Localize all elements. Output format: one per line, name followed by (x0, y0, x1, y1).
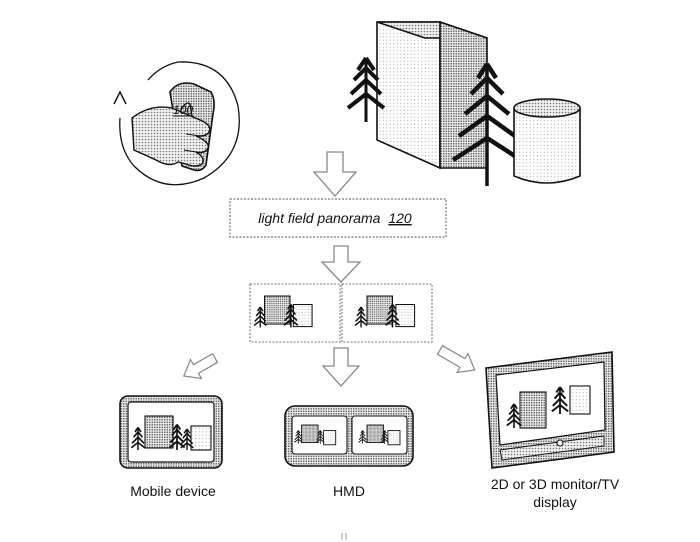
panorama-label: light field panorama 120 (258, 210, 412, 226)
hollow-arrow-icon (321, 347, 361, 387)
tv-monitor-icon (485, 351, 615, 469)
mobile-device-icon (119, 395, 223, 469)
hmd-label: HMD (333, 483, 365, 499)
hollow-arrow-icon (320, 245, 362, 283)
cylinder-icon (513, 98, 581, 184)
mobile-device-label: Mobile device (130, 483, 216, 499)
stereo-view-pair (249, 283, 433, 343)
hollow-arrow-icon (436, 344, 476, 374)
tree-icon (346, 56, 386, 122)
page-mark (341, 533, 347, 540)
hmd-icon (284, 405, 414, 467)
rotation-arrow-icon (113, 61, 240, 186)
tv-label-line2: display (533, 494, 577, 510)
tree-icon (451, 62, 523, 186)
device-reference-number: 100 (173, 103, 193, 117)
panorama-box (229, 198, 447, 238)
hollow-arrow-icon (312, 151, 358, 197)
tv-label-line1: 2D or 3D monitor/TV (491, 476, 620, 492)
hollow-arrow-icon (182, 352, 219, 380)
hand-held-device-icon (131, 82, 215, 172)
cube-icon (376, 20, 488, 170)
